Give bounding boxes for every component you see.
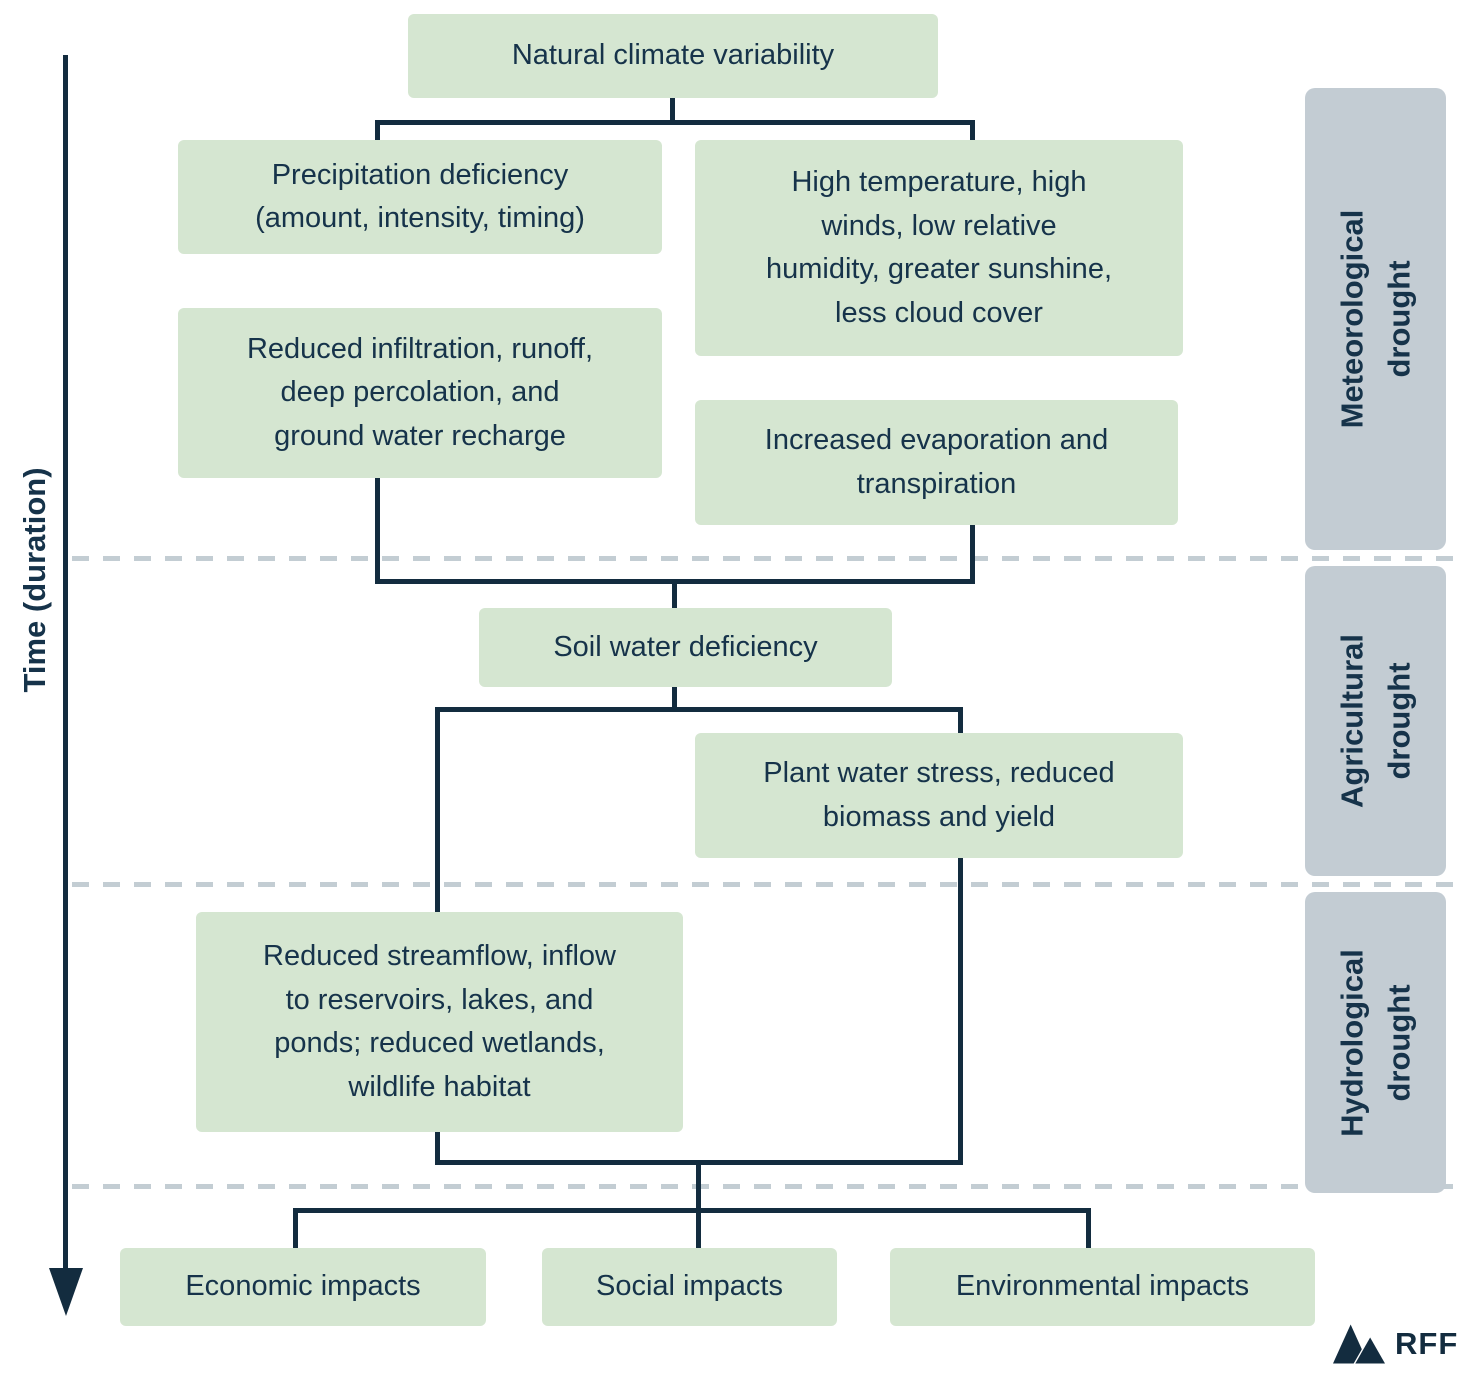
node-increased-evaporation: Increased evaporation and transpiration — [695, 400, 1178, 525]
connector — [435, 707, 440, 916]
connector — [672, 685, 677, 712]
node-plant-water-stress: Plant water stress, reduced biomass and … — [695, 733, 1183, 858]
connector — [958, 856, 963, 1165]
rff-logo: RFF — [1333, 1322, 1458, 1366]
stage-bar-meteorological: Meteorological drought — [1305, 88, 1446, 550]
stage-bar-agricultural: Agricultural drought — [1305, 566, 1446, 876]
node-natural-climate-variability: Natural climate variability — [408, 14, 938, 98]
rff-logo-text: RFF — [1395, 1326, 1459, 1361]
stage-label-agricultural: Agricultural drought — [1334, 634, 1416, 808]
connector — [970, 523, 975, 584]
node-precipitation-deficiency: Precipitation deficiency (amount, intens… — [178, 140, 662, 254]
connector — [435, 707, 963, 712]
connector — [293, 1208, 1091, 1213]
connector — [696, 1160, 701, 1250]
connector — [375, 579, 975, 584]
node-high-temperature: High temperature, high winds, low relati… — [695, 140, 1183, 356]
connector — [672, 582, 677, 610]
stage-divider-meteorological-agricultural — [72, 556, 1458, 561]
stage-label-hydrological: Hydrological drought — [1334, 948, 1416, 1137]
stage-label-meteorological: Meteorological drought — [1334, 209, 1416, 429]
stage-divider-agricultural-hydrological — [72, 882, 1458, 887]
node-soil-water-deficiency: Soil water deficiency — [479, 608, 892, 687]
time-axis-line — [63, 55, 68, 1271]
connector — [375, 120, 380, 144]
stage-bar-hydrological: Hydrological drought — [1305, 892, 1446, 1193]
connector — [375, 476, 380, 584]
connector — [435, 1130, 440, 1165]
mountains-icon — [1333, 1324, 1385, 1365]
time-axis-arrowhead-icon — [49, 1268, 83, 1316]
node-social-impacts: Social impacts — [542, 1248, 837, 1326]
time-axis-label: Time (duration) — [17, 467, 52, 693]
connector — [970, 120, 975, 144]
node-reduced-infiltration: Reduced infiltration, runoff, deep perco… — [178, 308, 662, 478]
connector — [670, 97, 675, 125]
stage-divider-hydrological-impacts — [72, 1184, 1458, 1189]
connector — [1086, 1208, 1091, 1250]
node-economic-impacts: Economic impacts — [120, 1248, 486, 1326]
connector — [293, 1208, 298, 1250]
connector — [375, 120, 975, 125]
connector — [958, 707, 963, 736]
node-reduced-streamflow: Reduced streamflow, inflow to reservoirs… — [196, 912, 683, 1132]
node-environmental-impacts: Environmental impacts — [890, 1248, 1315, 1326]
